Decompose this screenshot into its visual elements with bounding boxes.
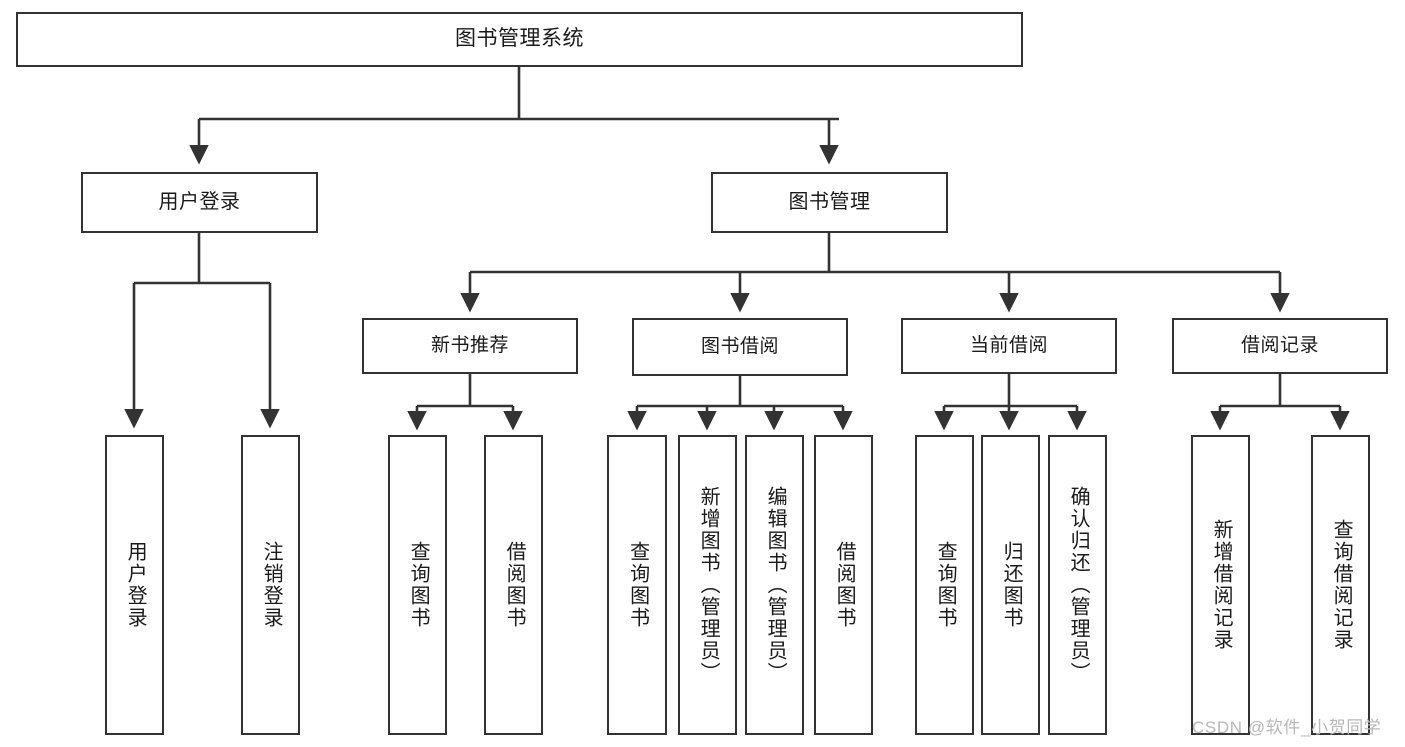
node-leaf-add-borrow-record[interactable]: 新增借阅记录 (1191, 435, 1250, 735)
node-label: 借阅记录 (1240, 334, 1319, 356)
node-borrow-records[interactable]: 借阅记录 (1172, 318, 1388, 374)
node-label: 图书管理系统 (455, 27, 584, 51)
node-label: 借阅图书 (503, 541, 526, 629)
node-user-login[interactable]: 用户登录 (81, 172, 318, 233)
node-label: 图书管理 (788, 190, 871, 213)
node-label: 注销登录 (260, 541, 283, 629)
node-label: 新增借阅记录 (1210, 519, 1233, 651)
node-label: 当前借阅 (969, 334, 1048, 356)
node-leaf-borrow-books[interactable]: 借阅图书 (814, 435, 873, 735)
node-label: 新增图书（管理员） (697, 486, 720, 684)
node-label: 查询图书 (934, 541, 957, 629)
node-book-borrowing[interactable]: 图书借阅 (632, 318, 848, 376)
node-leaf-query-borrow-record[interactable]: 查询借阅记录 (1311, 435, 1370, 735)
node-label: 用户登录 (158, 190, 241, 213)
node-label: 确认归还（管理员） (1067, 486, 1090, 684)
node-leaf-borrow-books-new[interactable]: 借阅图书 (484, 435, 543, 735)
node-leaf-return-books[interactable]: 归还图书 (981, 435, 1040, 735)
watermark-credit: CSDN @软件_小贺同学 (1192, 718, 1382, 737)
node-label: 图书借阅 (700, 335, 779, 357)
node-label: 归还图书 (1000, 541, 1023, 629)
node-label: 查询图书 (626, 541, 649, 629)
node-book-management[interactable]: 图书管理 (711, 172, 948, 233)
node-current-borrowing[interactable]: 当前借阅 (901, 318, 1117, 374)
node-root-book-management-system[interactable]: 图书管理系统 (16, 12, 1023, 67)
node-leaf-logout[interactable]: 注销登录 (241, 435, 300, 735)
node-leaf-query-books-current[interactable]: 查询图书 (915, 435, 974, 735)
node-new-book-recommendation[interactable]: 新书推荐 (362, 318, 578, 374)
node-leaf-query-books-new[interactable]: 查询图书 (388, 435, 447, 735)
node-label: 查询图书 (407, 541, 430, 629)
node-leaf-query-books-borrow[interactable]: 查询图书 (607, 435, 667, 735)
node-leaf-add-book-admin[interactable]: 新增图书（管理员） (678, 435, 737, 735)
node-leaf-user-login[interactable]: 用户登录 (105, 435, 164, 735)
node-label: 借阅图书 (833, 541, 856, 629)
node-leaf-confirm-return-admin[interactable]: 确认归还（管理员） (1048, 435, 1107, 735)
node-leaf-edit-book-admin[interactable]: 编辑图书（管理员） (745, 435, 804, 735)
node-label: 用户登录 (124, 541, 147, 629)
node-label: 编辑图书（管理员） (764, 486, 787, 684)
node-label: 新书推荐 (430, 334, 509, 356)
node-label: 查询借阅记录 (1330, 519, 1353, 651)
